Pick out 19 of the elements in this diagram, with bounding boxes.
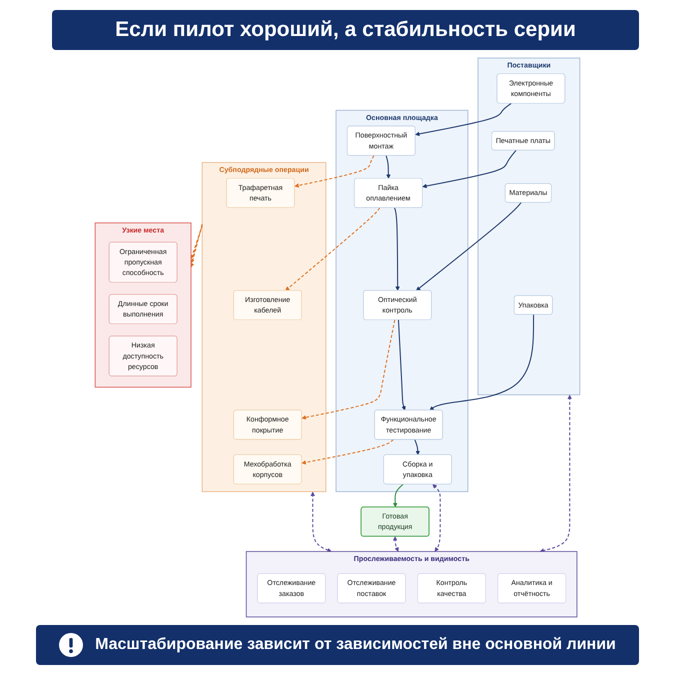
title: Если пилот хороший, а стабильность серии [52, 10, 639, 50]
arrow [302, 320, 396, 420]
arrow [398, 320, 406, 410]
arrow [294, 155, 374, 188]
arrow [414, 440, 420, 456]
arrow [310, 492, 332, 552]
arrow [386, 156, 391, 179]
caption: Масштабирование зависит от зависимостей вне основной линии [95, 636, 616, 654]
arrow [394, 208, 400, 291]
arrow [430, 314, 534, 410]
arrow [416, 202, 522, 291]
arrow [422, 150, 516, 188]
arrow [415, 103, 512, 136]
arrow [285, 208, 380, 291]
arrow [392, 536, 399, 552]
arrow [302, 439, 394, 465]
arrow [392, 484, 404, 508]
arrow [432, 484, 441, 552]
arrow [540, 394, 572, 553]
